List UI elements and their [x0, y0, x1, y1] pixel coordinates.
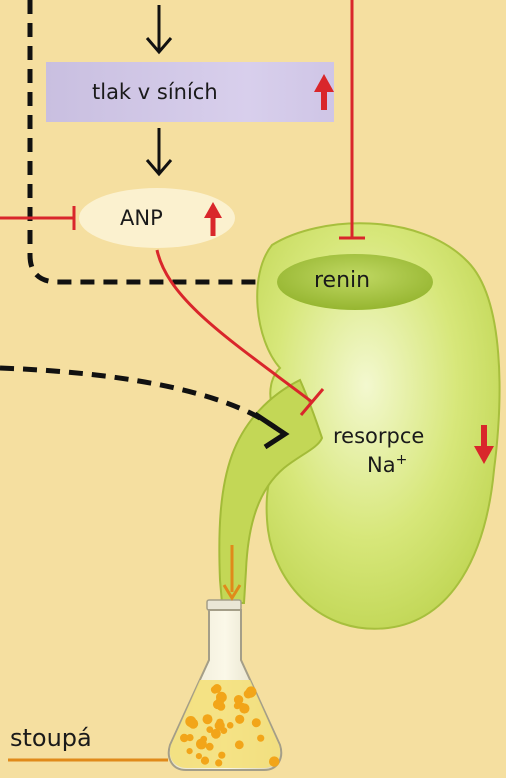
- flask-icon: [169, 600, 281, 770]
- liquid-dot: [196, 753, 202, 759]
- liquid-dot: [216, 719, 223, 726]
- liquid-dot: [201, 757, 209, 765]
- liquid-dot: [252, 718, 261, 727]
- liquid-dot: [269, 756, 279, 766]
- liquid-dot: [186, 734, 193, 741]
- down-arrow-icon: [147, 5, 171, 52]
- sodium-charge: +: [396, 452, 408, 468]
- anp-label: ANP: [120, 206, 163, 230]
- liquid-dot: [257, 735, 264, 742]
- liquid-dot: [248, 691, 255, 698]
- sodium-symbol: Na: [367, 453, 396, 477]
- dashed-arrow-to-kidney: [0, 368, 276, 428]
- liquid-dot: [239, 703, 249, 713]
- liquid-dot: [227, 722, 234, 729]
- liquid-dot: [218, 752, 225, 759]
- down-arrow-icon: [147, 128, 171, 174]
- resorption-label: resorpce: [333, 424, 424, 448]
- liquid-dot: [203, 714, 213, 724]
- liquid-dot: [215, 759, 222, 766]
- liquid-dot: [235, 740, 244, 749]
- liquid-dot: [187, 748, 193, 754]
- liquid-dot: [213, 684, 222, 693]
- sodium-label: Na+: [367, 452, 407, 477]
- liquid-dot: [213, 700, 222, 709]
- rising-label: stoupá: [10, 724, 92, 752]
- liquid-dot: [188, 719, 198, 729]
- atrial-pressure-label: tlak v síních: [92, 80, 218, 104]
- liquid-dot: [196, 739, 207, 750]
- liquid-dot: [235, 715, 244, 724]
- liquid-dot: [234, 695, 243, 704]
- renin-label: renin: [314, 268, 370, 293]
- liquid-dot: [206, 743, 214, 751]
